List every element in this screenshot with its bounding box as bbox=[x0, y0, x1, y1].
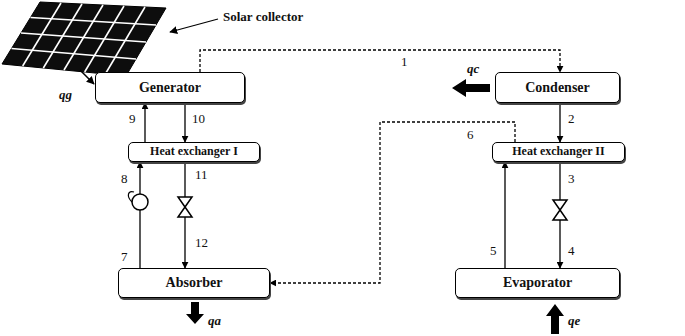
flow-line bbox=[559, 103, 560, 142]
heat-output-arrow bbox=[186, 302, 204, 324]
box-label: Absorber bbox=[166, 275, 223, 290]
box-label: Heat exchanger II bbox=[512, 145, 604, 158]
valve-symbol bbox=[178, 197, 192, 217]
state-number: 7 bbox=[120, 250, 129, 264]
state-number: 9 bbox=[128, 112, 137, 126]
heat-input-arrow bbox=[546, 304, 564, 334]
heat-flow-label: qe bbox=[567, 314, 581, 328]
state-number: 8 bbox=[120, 172, 129, 186]
box-label: Evaporator bbox=[503, 275, 572, 290]
heat-output-arrow bbox=[452, 79, 490, 97]
heat-flow-label: qg bbox=[58, 88, 73, 102]
evaporator-box: Evaporator bbox=[455, 268, 620, 298]
box-label: Heat exchanger I bbox=[150, 145, 238, 158]
heat-input-arrow bbox=[80, 70, 94, 84]
state-number: 11 bbox=[194, 168, 209, 182]
pump-symbol bbox=[132, 194, 148, 210]
generator-box: Generator bbox=[95, 72, 245, 103]
heat-exchanger-box: Heat exchanger I bbox=[128, 142, 260, 162]
heat-exchanger-box: Heat exchanger II bbox=[492, 142, 625, 162]
solar-panel bbox=[2, 2, 166, 76]
leader-arrow bbox=[170, 19, 218, 32]
valve-symbol bbox=[553, 200, 567, 220]
flow-line bbox=[139, 162, 140, 268]
state-number: 3 bbox=[567, 172, 576, 186]
flow-line bbox=[200, 50, 560, 72]
solar-panel-body bbox=[2, 2, 166, 76]
state-number: 12 bbox=[194, 236, 209, 250]
heat-flow-label: qa bbox=[207, 314, 222, 328]
state-number: 10 bbox=[191, 112, 206, 126]
flow-line bbox=[504, 162, 505, 268]
condenser-box: Condenser bbox=[495, 72, 620, 103]
flow-line bbox=[184, 103, 185, 142]
pump-symbol bbox=[128, 192, 148, 210]
state-number: 4 bbox=[567, 244, 576, 258]
pump-symbol bbox=[128, 192, 134, 202]
box-label: Generator bbox=[139, 80, 201, 95]
absorber-box: Absorber bbox=[118, 268, 270, 298]
heat-flow-label: qc bbox=[466, 62, 480, 76]
panel-grid bbox=[31, 18, 157, 26]
flow-line bbox=[144, 103, 145, 142]
state-number: 6 bbox=[466, 128, 475, 142]
state-number: 5 bbox=[489, 244, 498, 258]
panel-grid bbox=[12, 49, 137, 60]
state-number: 1 bbox=[400, 55, 409, 69]
flow-line bbox=[270, 122, 515, 283]
panel-grid bbox=[21, 33, 146, 42]
part-name: Solar collector bbox=[222, 10, 304, 24]
box-label: Condenser bbox=[525, 80, 590, 95]
state-number: 2 bbox=[567, 112, 576, 126]
